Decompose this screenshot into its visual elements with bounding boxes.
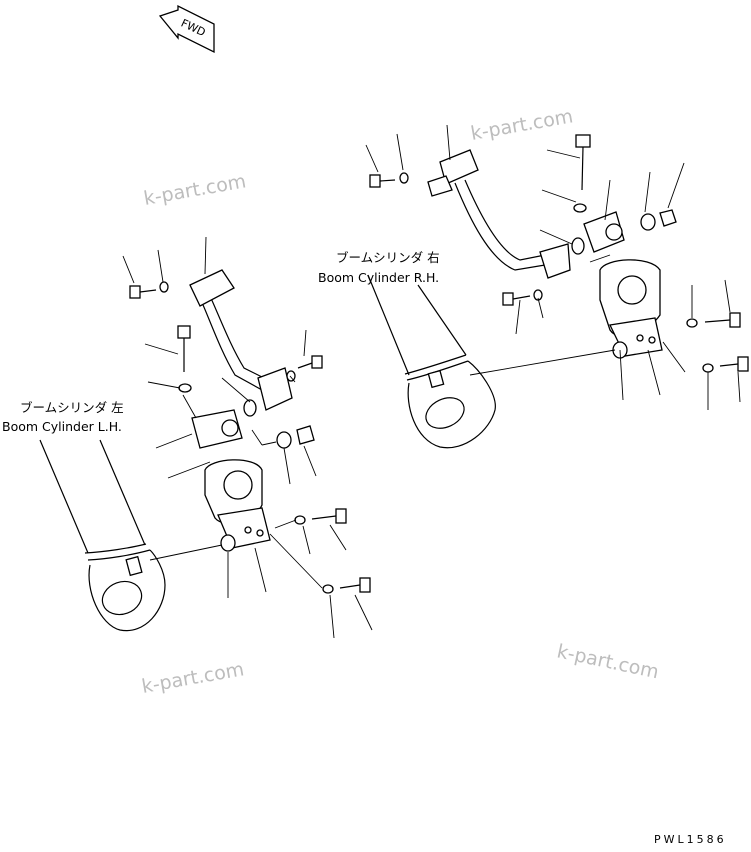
leader-lines-rh <box>365 124 741 410</box>
boom-cylinder-lh-assembly <box>39 236 373 639</box>
watermark-top-left: k-part.com <box>142 170 248 210</box>
pipe-rh <box>427 149 571 279</box>
bolt-lh-side-2 <box>322 577 371 594</box>
label-lh-en: Boom Cylinder L.H. <box>2 419 122 434</box>
block-rh <box>571 209 677 255</box>
boom-cylinder-rh-assembly <box>365 124 749 449</box>
bolt-rh-vertical <box>573 134 591 213</box>
bolt-rh-lower <box>502 289 543 306</box>
label-rh-jp: ブームシリンダ 右 <box>336 250 440 265</box>
bolt-lh-side-1 <box>294 508 347 525</box>
drawing-code: PWL1586 <box>654 833 727 846</box>
boom-cylinder-lh <box>39 439 166 632</box>
bolt-lh-mid <box>286 355 323 382</box>
watermark-bottom-right: k-part.com <box>555 640 661 683</box>
boom-cylinder-rh <box>367 274 496 449</box>
watermark-bottom-left: k-part.com <box>140 658 246 698</box>
label-lh-jp: ブームシリンダ 左 <box>20 400 124 415</box>
valve-lh <box>204 459 271 552</box>
fwd-arrow-icon: FWD <box>158 4 215 54</box>
valve-rh <box>599 259 663 359</box>
bolt-lh-top <box>129 281 169 299</box>
leader-lines-lh <box>122 236 373 639</box>
label-rh-en: Boom Cylinder R.H. <box>318 270 439 285</box>
bolt-rh-side-2 <box>702 356 749 373</box>
bolt-rh-top <box>369 172 409 188</box>
watermark-top-right: k-part.com <box>469 105 575 145</box>
block-lh <box>191 399 315 449</box>
bolt-lh-vertical <box>177 325 192 393</box>
pipe-lh <box>189 269 293 411</box>
bolt-rh-side-1 <box>686 312 741 328</box>
